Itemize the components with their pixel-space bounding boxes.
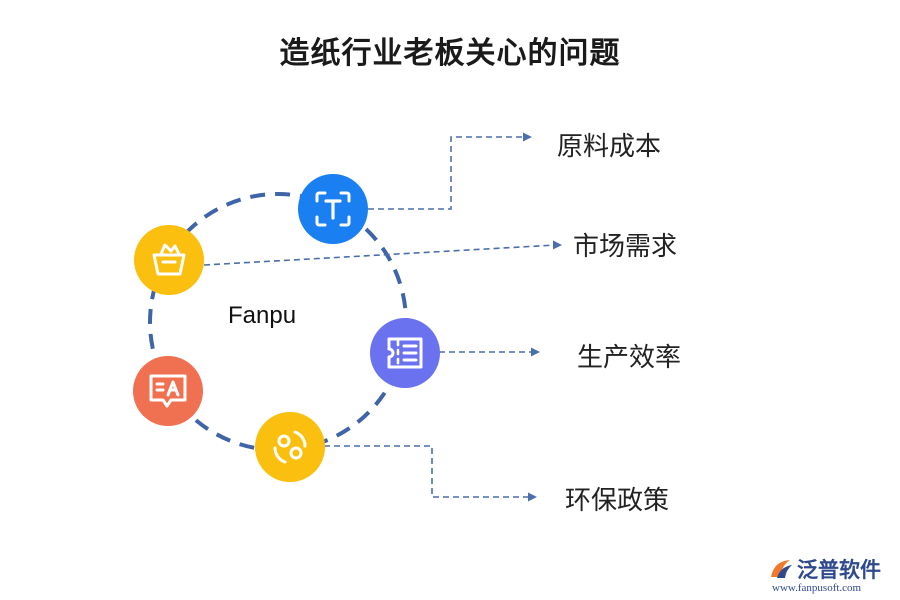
brand-logo: 泛普软件 <box>768 554 881 584</box>
center-label: Fanpu <box>228 302 297 329</box>
arrowhead <box>531 347 540 357</box>
arrowhead <box>553 240 562 250</box>
ticket-list-icon <box>387 337 423 369</box>
recycle-icon <box>273 430 307 464</box>
page-title: 造纸行业老板关心的问题 <box>279 36 621 71</box>
label-environmental-policy: 环保政策 <box>565 486 670 516</box>
fanpu-logo-icon <box>771 560 792 578</box>
node-production-efficiency <box>370 318 440 388</box>
text-frame-icon <box>315 191 351 227</box>
logo-url: www.fanpusoft.com <box>772 582 862 594</box>
connector-line-raw-material <box>368 136 528 210</box>
arrowhead <box>528 492 537 502</box>
label-raw-material: 原料成本 <box>557 132 662 162</box>
node-market-demand <box>134 225 204 295</box>
text-translate-icon <box>149 374 187 408</box>
basket-icon <box>152 243 186 276</box>
connector-line-environmental-policy <box>324 445 531 498</box>
label-market-demand: 市场需求 <box>573 232 678 262</box>
connector-line-market-demand <box>203 244 557 266</box>
logo-name: 泛普软件 <box>797 558 881 582</box>
label-production-efficiency: 生产效率 <box>577 343 682 373</box>
node-raw-material <box>298 174 368 244</box>
arrowhead <box>523 132 532 142</box>
node-environmental-policy <box>255 412 325 482</box>
node-text-translate <box>133 356 203 426</box>
